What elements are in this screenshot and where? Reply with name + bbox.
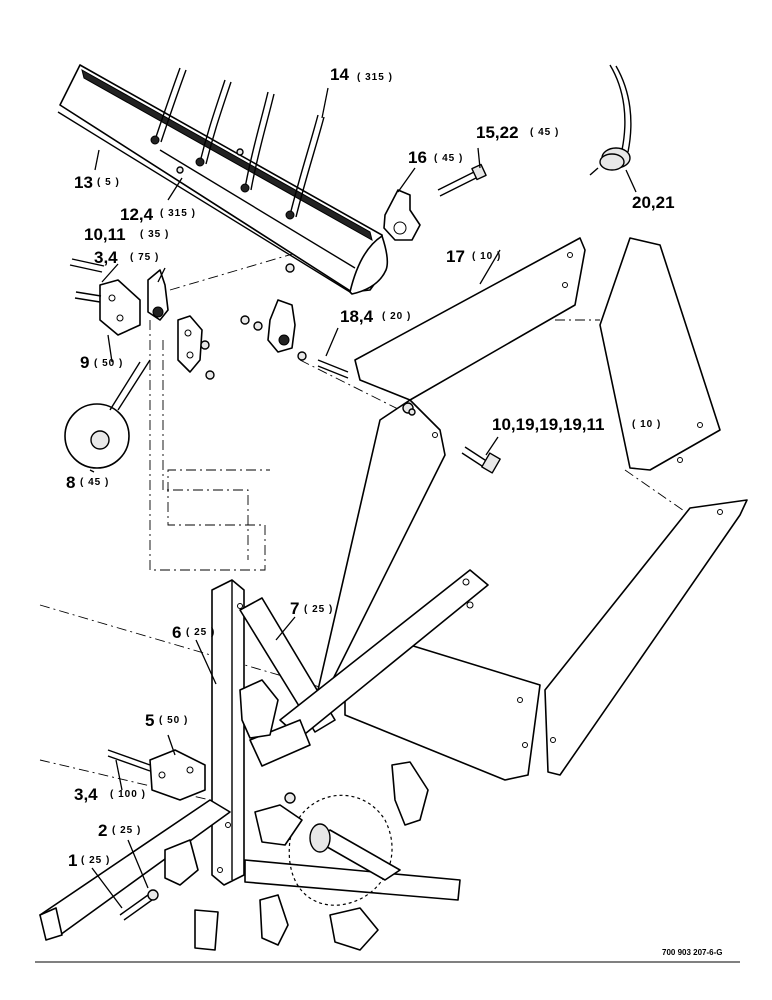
callout-12-4: 12,4 ( 315 ) xyxy=(120,205,196,224)
svg-text:1: 1 xyxy=(68,851,77,870)
reel-spider-frame xyxy=(39,569,489,951)
shield-panels xyxy=(317,237,748,781)
svg-text:6: 6 xyxy=(172,623,181,642)
tine-nut xyxy=(236,148,244,156)
svg-text:( 5 ): ( 5 ) xyxy=(97,177,120,188)
svg-text:20,21: 20,21 xyxy=(632,193,675,212)
reel-tine xyxy=(195,79,232,167)
svg-text:5: 5 xyxy=(145,711,154,730)
callout-14: 14 ( 315 ) xyxy=(330,65,393,84)
svg-text:( 45 ): ( 45 ) xyxy=(530,127,559,138)
reel-tine xyxy=(285,114,325,220)
svg-text:7: 7 xyxy=(290,599,299,618)
svg-text:( 20 ): ( 20 ) xyxy=(382,311,411,322)
svg-text:( 25 ): ( 25 ) xyxy=(304,604,333,615)
svg-text:15,22: 15,22 xyxy=(476,123,519,142)
callout-5: 5 ( 50 ) xyxy=(145,711,188,730)
tine-spring xyxy=(589,64,632,176)
callout-3-4-bottom: 3,4 ( 100 ) xyxy=(74,785,146,804)
reel-tine xyxy=(240,91,275,193)
bracket-5 xyxy=(149,749,206,801)
svg-text:3,4: 3,4 xyxy=(74,785,98,804)
reel-tine xyxy=(150,67,187,145)
callout-7: 7 ( 25 ) xyxy=(290,599,333,618)
svg-text:( 315 ): ( 315 ) xyxy=(357,72,393,83)
spider-bracket xyxy=(239,679,279,739)
callout-labels: 14( 315 ) 13( 5 ) 12,4( 315 ) 16( 45 ) 1… xyxy=(66,65,675,870)
svg-text:17: 17 xyxy=(446,247,465,266)
drawing-number: 700 903 207-6-G xyxy=(662,948,723,957)
callout-13: 13 ( 5 ) xyxy=(74,173,120,192)
svg-text:( 10 ): ( 10 ) xyxy=(632,419,661,430)
svg-text:( 45 ): ( 45 ) xyxy=(80,477,109,488)
svg-text:( 50 ): ( 50 ) xyxy=(94,358,123,369)
svg-text:10,11: 10,11 xyxy=(84,225,126,244)
svg-text:( 10 ): ( 10 ) xyxy=(472,251,501,262)
svg-text:13: 13 xyxy=(74,173,93,192)
callout-8: 8 ( 45 ) xyxy=(66,473,109,492)
callout-1: 1 ( 25 ) xyxy=(68,851,110,870)
shield-right-lower xyxy=(544,499,748,776)
callout-17: 17 ( 10 ) xyxy=(446,247,501,266)
svg-text:3,4: 3,4 xyxy=(94,248,118,267)
svg-text:( 50 ): ( 50 ) xyxy=(159,715,188,726)
svg-text:( 315 ): ( 315 ) xyxy=(160,208,196,219)
svg-text:9: 9 xyxy=(80,353,89,372)
shield-right-top xyxy=(599,237,721,471)
tine-bolt xyxy=(176,166,184,174)
svg-text:16: 16 xyxy=(408,148,427,167)
svg-text:( 25 ): ( 25 ) xyxy=(81,855,110,866)
spider-arm-6 xyxy=(211,579,245,886)
svg-text:( 75 ): ( 75 ) xyxy=(130,252,159,263)
tube-nut xyxy=(285,263,295,273)
leader-lines xyxy=(89,87,637,909)
callout-18-4: 18,4 ( 20 ) xyxy=(340,307,411,326)
svg-text:( 45 ): ( 45 ) xyxy=(434,153,463,164)
shield-upper xyxy=(354,237,586,401)
svg-text:8: 8 xyxy=(66,473,75,492)
callout-10-19-11: 10,19,19,19,11 ( 10 ) xyxy=(492,415,661,434)
svg-text:( 25 ): ( 25 ) xyxy=(186,627,215,638)
callout-6: 6 ( 25 ) xyxy=(172,623,215,642)
svg-text:10,19,19,19,11: 10,19,19,19,11 xyxy=(492,415,605,434)
svg-text:( 100 ): ( 100 ) xyxy=(110,789,146,800)
callout-10-11: 10,11 ( 35 ) xyxy=(84,225,169,244)
callout-15-22: 15,22 ( 45 ) xyxy=(476,123,559,142)
callout-2: 2 ( 25 ) xyxy=(98,821,141,840)
left-bracket-assembly xyxy=(69,258,215,380)
svg-text:18,4: 18,4 xyxy=(340,307,374,326)
svg-text:( 35 ): ( 35 ) xyxy=(140,229,169,240)
svg-text:2: 2 xyxy=(98,821,107,840)
callout-20-21: 20,21 xyxy=(632,193,675,212)
reel-tube-assembly xyxy=(57,64,389,295)
bushing-detail-8 xyxy=(64,359,151,469)
bearing-bracket-16 xyxy=(383,163,487,241)
svg-text:14: 14 xyxy=(330,65,349,84)
svg-text:( 25 ): ( 25 ) xyxy=(112,825,141,836)
centre-bracket-18 xyxy=(240,299,349,379)
callout-9: 9 ( 50 ) xyxy=(80,353,123,372)
svg-text:12,4: 12,4 xyxy=(120,205,154,224)
callout-16: 16 ( 45 ) xyxy=(408,148,463,167)
callout-3-4-top: 3,4 ( 75 ) xyxy=(94,248,159,267)
